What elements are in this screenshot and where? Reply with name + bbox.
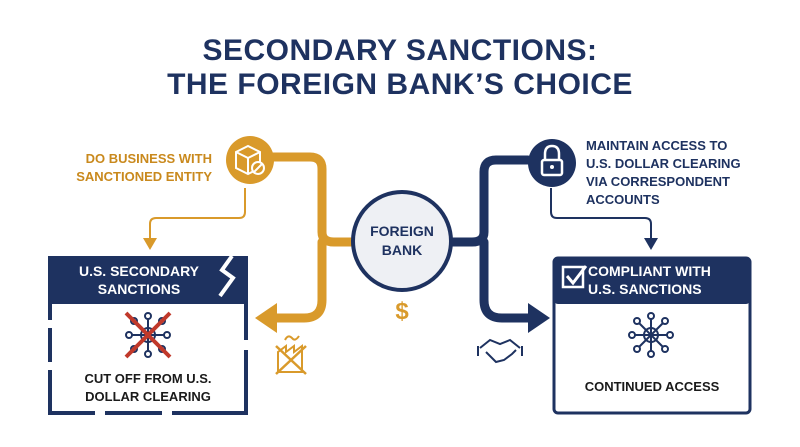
handshake-icon	[477, 338, 523, 364]
right-path-label: MAINTAIN ACCESS TO U.S. DOLLAR CLEARING …	[586, 138, 741, 207]
left-box-header: U.S. SECONDARY SANCTIONS	[78, 263, 200, 297]
right-box-text: CONTINUED ACCESS	[584, 379, 720, 394]
right-arrowhead	[528, 303, 550, 333]
dollar-symbol: $	[395, 298, 409, 325]
page-title-line1: SECONDARY SANCTIONS:	[202, 34, 598, 67]
left-thin-connector	[149, 188, 246, 240]
foreign-bank-label: FOREIGN BANK	[370, 223, 434, 258]
network-icon	[628, 312, 674, 358]
lock-icon	[528, 139, 576, 187]
right-thin-connector	[550, 188, 652, 240]
left-box-text: CUT OFF FROM U.S. DOLLAR CLEARING	[84, 371, 212, 404]
left-path-lines	[267, 152, 363, 323]
left-path-label: DO BUSINESS WITH SANCTIONED ENTITY	[76, 151, 212, 184]
blocked-factory-icon	[275, 335, 307, 375]
checkbox-icon	[561, 265, 588, 289]
crossed-network-icon	[124, 311, 172, 359]
left-arrowhead	[255, 303, 277, 333]
page-title-line2: THE FOREIGN BANK’S CHOICE	[167, 68, 633, 101]
foreign-bank-circle	[351, 190, 453, 292]
right-path-lines	[443, 155, 535, 323]
sanctioned-package-icon	[226, 136, 274, 184]
right-box-header: COMPLIANT WITH U.S. SANCTIONS	[588, 263, 711, 297]
